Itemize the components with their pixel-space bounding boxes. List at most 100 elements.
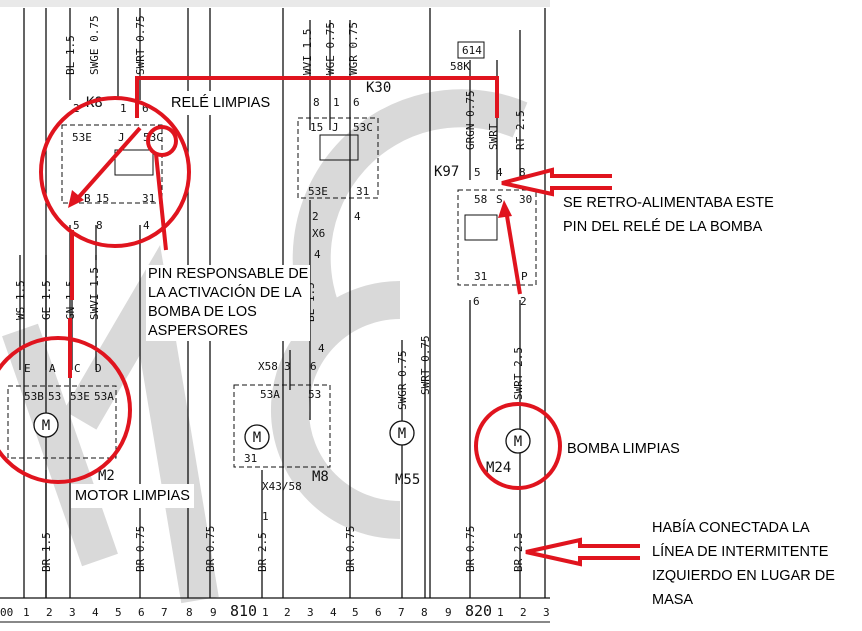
pin: E	[24, 362, 31, 375]
pin: 53E	[72, 131, 92, 144]
pin: 8	[313, 96, 320, 109]
fuse-614	[457, 41, 485, 59]
annotation-line: IZQUIERDO EN LUGAR DE	[652, 568, 835, 584]
ruler-label: 2	[284, 606, 291, 619]
motor-m8-box	[233, 384, 331, 468]
wire-label: BR 2.5	[256, 532, 269, 572]
wire-label: BL 1.5	[64, 35, 77, 75]
wire-label: BR 2.5	[512, 532, 525, 572]
ruler-label: 7	[398, 606, 405, 619]
wire-label: RT 2.5	[514, 110, 527, 150]
pin: 15	[310, 121, 323, 134]
wire-label: BR 0.75	[464, 526, 477, 572]
pump-highlight-circle	[474, 402, 562, 490]
pin: 53A	[94, 390, 114, 403]
motor-symbol: M	[253, 430, 261, 446]
pin: 4	[314, 248, 321, 261]
annotation-line: PIN DEL RELÉ DE LA BOMBA	[563, 219, 763, 235]
wire-label: BR 0.75	[134, 526, 147, 572]
label-x43: X43/58	[262, 480, 302, 493]
pin: 8	[96, 219, 103, 232]
pin: 53E	[70, 390, 90, 403]
annotation-rele-limpias: RELÉ LIMPIAS	[171, 91, 271, 115]
pin-highlight-circle	[146, 125, 178, 157]
pin: 53A	[260, 388, 280, 401]
pin: 53	[48, 390, 61, 403]
pin: 1	[120, 102, 127, 115]
pin: 2	[520, 295, 527, 308]
pin-labels: 2 1 6 53E J 53C B 15 31 5 8 4 8 1 6 15 J…	[24, 96, 532, 523]
label-m55: M55	[395, 472, 420, 488]
ruler-label: 3	[307, 606, 314, 619]
pump-activation-line	[68, 230, 74, 378]
pin: S	[496, 193, 503, 206]
wire-label: SWRT 2.5	[512, 347, 525, 400]
pin: P	[521, 270, 528, 283]
ruler-label: 8	[186, 606, 193, 619]
relay-k97-box	[457, 189, 537, 286]
pin: 31	[142, 192, 155, 205]
pin: 31	[356, 185, 369, 198]
pin: 5	[474, 166, 481, 179]
annotation-line: BOMBA DE LOS	[148, 304, 257, 320]
label-fuse: 614	[462, 44, 482, 57]
pin: 1	[333, 96, 340, 109]
retro-pin-line	[504, 209, 522, 295]
annotation-line: LÍNEA DE INTERMITENTE	[652, 544, 829, 560]
top-bar	[0, 0, 550, 7]
wire-label: GRGN 0.75	[464, 90, 477, 150]
motor-m24-icon	[505, 428, 531, 454]
motor-m8-icon	[244, 424, 270, 450]
wire-label: WGR 0.75	[347, 22, 360, 75]
pin: J	[332, 121, 339, 134]
pin: 2	[312, 210, 319, 223]
pin: 3	[284, 360, 291, 373]
annotation-line: HABÍA CONECTADA LA	[652, 520, 810, 536]
ruler-label: 6	[375, 606, 382, 619]
wire-label: WS 1.5	[14, 280, 27, 320]
ruler-label: 3	[69, 606, 76, 619]
motor-symbol: M	[42, 418, 50, 434]
relay-k97-coil	[464, 214, 498, 241]
wire-label: SWRT	[487, 123, 500, 150]
pin: J	[118, 131, 125, 144]
retro-arrow	[501, 167, 612, 197]
label-m8: M8	[312, 469, 329, 485]
ruler-label: 2	[520, 606, 527, 619]
pin: D	[95, 362, 102, 375]
pin: 4	[496, 166, 503, 179]
pin: 8	[519, 166, 526, 179]
annotation-habia: HABÍA CONECTADA LA LÍNEA DE INTERMITENTE…	[652, 516, 835, 612]
ruler-label: 3	[543, 606, 550, 619]
wire-label: BR 0.75	[344, 526, 357, 572]
label-58k: 58K	[450, 60, 470, 73]
annotation-retro: SE RETRO-ALIMENTABA ESTE PIN DEL RELÉ DE…	[563, 191, 774, 239]
wire-label: SWGE 0.75	[88, 15, 101, 75]
pin: 53C	[353, 121, 373, 134]
ruler-label: 5	[352, 606, 359, 619]
pin: 53	[308, 388, 321, 401]
annotation-line: LA ACTIVACIÓN DE LA	[148, 285, 302, 301]
ruler-label: 8	[421, 606, 428, 619]
ruler-label: 00	[0, 606, 13, 619]
ruler-label: 9	[445, 606, 452, 619]
ruler-label: 810	[230, 602, 257, 620]
wire-label: SWRT 0.75	[134, 15, 147, 75]
ruler-label: 6	[138, 606, 145, 619]
watermark	[2, 89, 528, 604]
relay-highlight-circle	[39, 96, 191, 248]
pin: 15	[96, 192, 109, 205]
pin: 6	[310, 360, 317, 373]
ruler-label: 1	[262, 606, 269, 619]
ruler-label: 1	[497, 606, 504, 619]
red-markup	[0, 76, 640, 567]
ruler-label: 4	[92, 606, 99, 619]
arrow-head	[498, 200, 512, 218]
label-x6: X6	[312, 227, 325, 240]
feedback-line	[135, 76, 499, 118]
pin: A	[49, 362, 56, 375]
relay-k30-coil	[319, 134, 359, 161]
annotation-line: ASPERSORES	[148, 323, 248, 339]
